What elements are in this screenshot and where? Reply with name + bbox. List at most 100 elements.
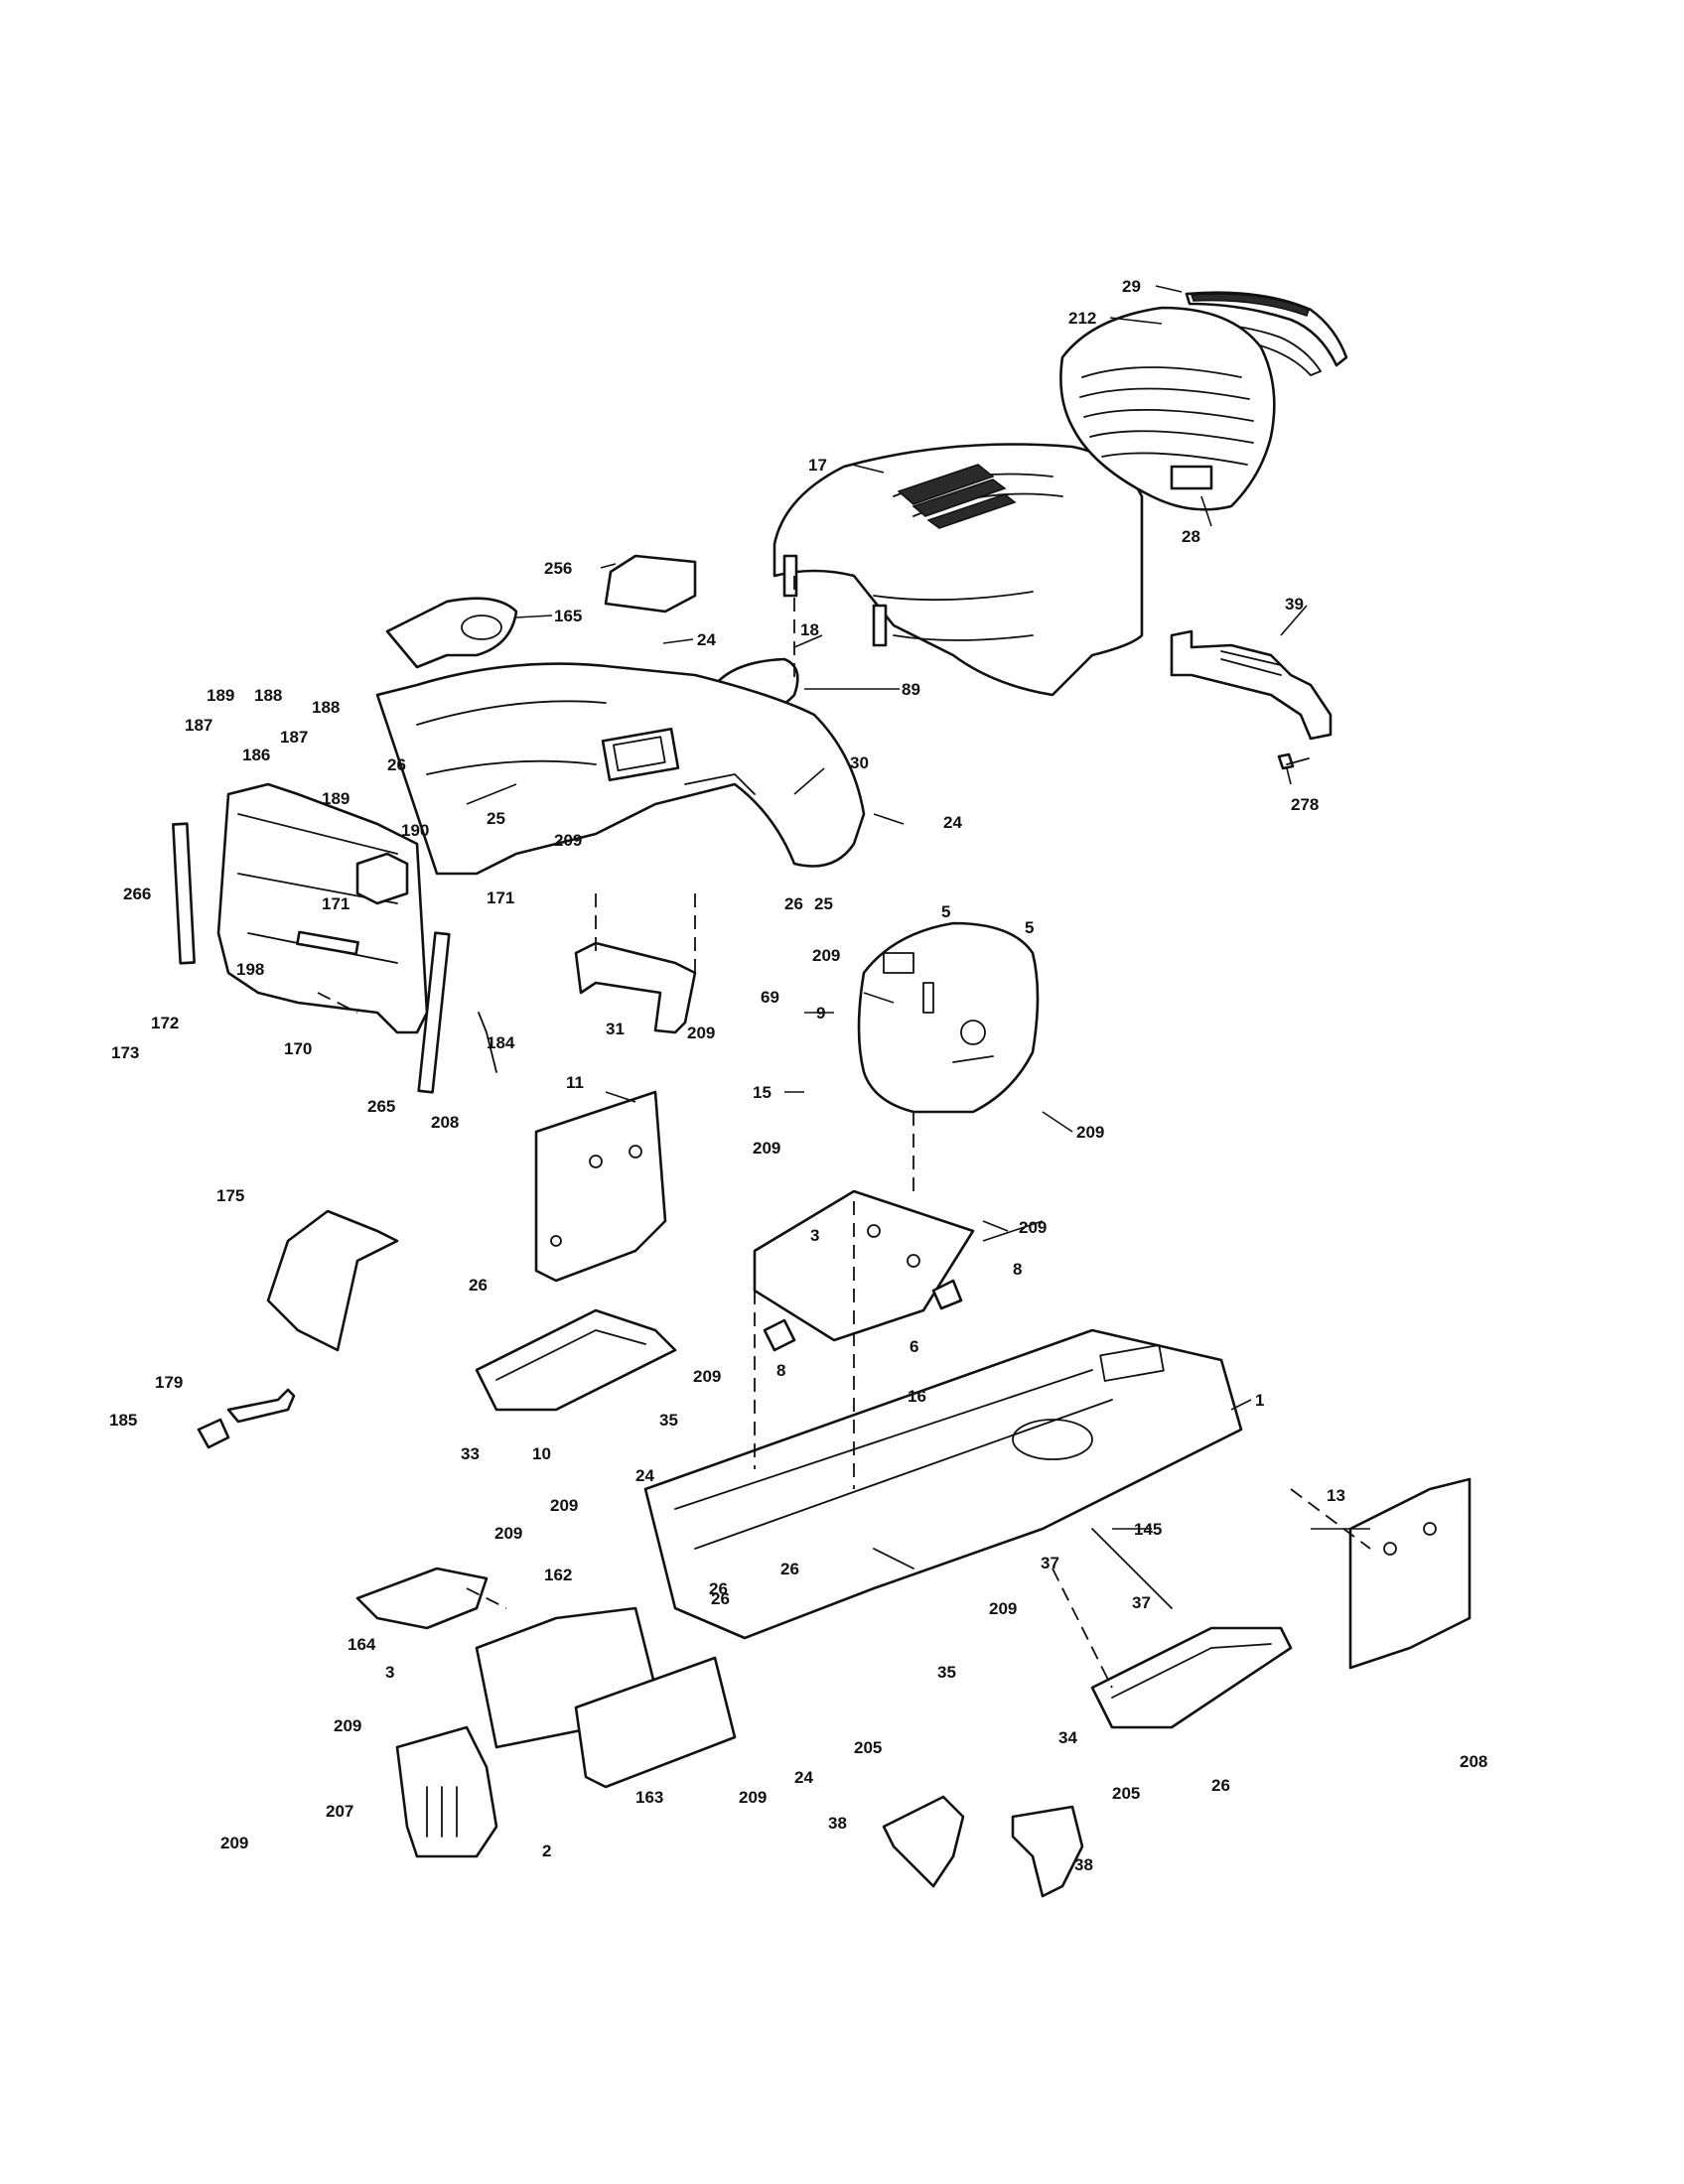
- callout-17: 17: [808, 456, 827, 475]
- callout-10: 10: [532, 1444, 551, 1463]
- callout-205: 205: [1112, 1784, 1140, 1803]
- callout-26: 26: [709, 1579, 728, 1598]
- callout-208: 208: [431, 1113, 459, 1132]
- part-33-footrest: [475, 1308, 677, 1412]
- callout-31: 31: [606, 1020, 625, 1038]
- callout-184: 184: [487, 1033, 515, 1052]
- callout-256: 256: [544, 559, 572, 578]
- callout-209: 209: [334, 1716, 361, 1735]
- callout-145: 145: [1134, 1520, 1162, 1539]
- part-1-frame: [643, 1328, 1243, 1640]
- callout-173: 173: [111, 1043, 139, 1062]
- callout-34: 34: [1058, 1728, 1077, 1747]
- part-175-shield: [266, 1209, 399, 1352]
- part-29-trim: [1185, 291, 1348, 367]
- callout-209: 209: [739, 1788, 767, 1807]
- callout-209: 209: [1019, 1218, 1047, 1237]
- callout-190: 190: [401, 821, 429, 840]
- callout-39: 39: [1285, 595, 1304, 614]
- part-190-switch: [355, 852, 409, 905]
- part-39-bracket: [1170, 629, 1333, 741]
- callout-3: 3: [810, 1226, 819, 1245]
- callout-37: 37: [1132, 1593, 1151, 1612]
- callout-207: 207: [326, 1802, 353, 1821]
- callout-163: 163: [635, 1788, 663, 1807]
- part-17-hood: [772, 443, 1144, 697]
- callout-266: 266: [123, 885, 151, 903]
- callout-209: 209: [220, 1834, 248, 1852]
- callout-171: 171: [487, 888, 514, 907]
- part-184-rod: [478, 1012, 497, 1073]
- callout-198: 198: [236, 960, 264, 979]
- callout-8: 8: [776, 1361, 785, 1380]
- callout-179: 179: [155, 1373, 183, 1392]
- part-28-grille: [1059, 306, 1276, 511]
- part-6-plate: [753, 1189, 975, 1342]
- callout-26: 26: [711, 1589, 730, 1608]
- callout-2: 2: [542, 1842, 551, 1860]
- part-38-bracket: [882, 1795, 1084, 1898]
- callout-69: 69: [761, 988, 779, 1007]
- part-256-cover: [604, 554, 697, 614]
- callout-26: 26: [784, 894, 803, 913]
- callout-1: 1: [1255, 1391, 1264, 1410]
- callout-24: 24: [794, 1768, 813, 1787]
- callout-16: 16: [908, 1387, 926, 1406]
- callout-35: 35: [659, 1411, 678, 1430]
- callout-8: 8: [1013, 1260, 1022, 1279]
- part-265-trim: [417, 931, 451, 1094]
- part-266-trim: [172, 822, 196, 965]
- callout-24: 24: [635, 1466, 654, 1485]
- callout-164: 164: [348, 1635, 376, 1654]
- part-145-cable: [1091, 1528, 1173, 1609]
- callout-25: 25: [814, 894, 833, 913]
- part-170-dash-panel: [216, 782, 429, 1034]
- part-165-cup-holder: [385, 597, 518, 669]
- part-185-knob: [197, 1418, 230, 1449]
- part-9-dash-shroud: [857, 921, 1040, 1114]
- callout-165: 165: [554, 607, 582, 625]
- callout-205: 205: [854, 1738, 882, 1757]
- part-30-fender-body: [375, 662, 866, 876]
- part-164-bracket: [355, 1567, 489, 1630]
- callout-212: 212: [1068, 309, 1096, 328]
- callout-209: 209: [753, 1139, 780, 1158]
- callout-26: 26: [780, 1560, 799, 1578]
- part-179-lever: [226, 1388, 296, 1424]
- callout-6: 6: [910, 1337, 918, 1356]
- callout-185: 185: [109, 1411, 137, 1430]
- part-163-panel: [574, 1656, 737, 1789]
- assembly-lines: [317, 576, 1371, 1689]
- callout-15: 15: [753, 1083, 772, 1102]
- callout-13: 13: [1327, 1486, 1345, 1505]
- callout-170: 170: [284, 1039, 312, 1058]
- callout-188: 188: [312, 698, 340, 717]
- callout-35: 35: [937, 1663, 956, 1682]
- callout-171: 171: [322, 894, 350, 913]
- callout-89: 89: [902, 680, 920, 699]
- callout-25: 25: [487, 809, 505, 828]
- callout-26: 26: [469, 1276, 488, 1295]
- part-8-clip: [763, 1279, 963, 1352]
- part-31-bracket: [574, 941, 697, 1034]
- part-278-screw: [1277, 752, 1310, 770]
- callout-209: 209: [693, 1367, 721, 1386]
- callout-30: 30: [850, 753, 869, 772]
- callout-24: 24: [943, 813, 962, 832]
- callout-29: 29: [1122, 277, 1141, 296]
- part-11-side-panel: [534, 1090, 667, 1283]
- callout-278: 278: [1291, 795, 1319, 814]
- callout-28: 28: [1182, 527, 1200, 546]
- callout-209: 209: [550, 1496, 578, 1515]
- callout-9: 9: [816, 1004, 825, 1023]
- callout-188: 188: [254, 686, 282, 705]
- callout-5: 5: [941, 902, 950, 921]
- callout-209: 209: [687, 1024, 715, 1042]
- callout-265: 265: [367, 1097, 395, 1116]
- callout-187: 187: [280, 728, 308, 747]
- part-2-front-bracket: [395, 1725, 498, 1858]
- callout-5: 5: [1025, 918, 1034, 937]
- callout-leaders: [466, 285, 1370, 1530]
- callout-3: 3: [385, 1663, 394, 1682]
